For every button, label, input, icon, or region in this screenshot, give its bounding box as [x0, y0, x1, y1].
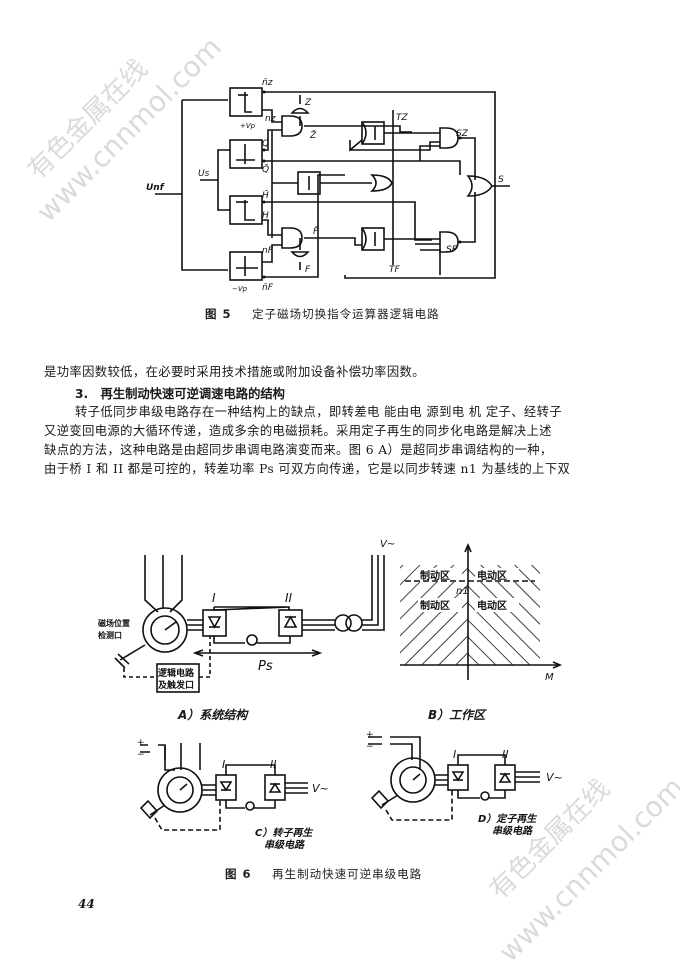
- label-nf-bar: n̄F: [262, 283, 274, 293]
- label-s: S: [498, 175, 504, 185]
- panel-d-minus: −: [366, 742, 374, 752]
- panel-a-system-structure: [114, 555, 385, 693]
- figure-5-title: 定子磁场切换指令运算器逻辑电路: [252, 307, 440, 321]
- panel-a-caption: A）系统结构: [178, 708, 248, 722]
- figure-5-number: 图 5: [205, 307, 232, 321]
- label-h-bar: H̄: [262, 189, 269, 201]
- paragraph-line-4: 由于桥 I 和 II 都是可控的，转差功率 Ps 可双方向传递，它是以同步转速 …: [44, 462, 571, 476]
- panel-d-bridge-1: I: [453, 748, 456, 761]
- panel-c-caption-2: 串级电路: [264, 839, 305, 851]
- paragraph-line-3: 缺点的方法，这种电路是由超同步串调电路演变而来。图 6 A）是超同步串调结构的一…: [44, 443, 553, 457]
- panel-b-motor-bottom: 电动区: [477, 599, 507, 612]
- label-q: Q: [262, 139, 269, 149]
- label-tz: TZ: [396, 113, 408, 123]
- panel-c-plus: +: [137, 738, 145, 748]
- panel-d-bridge-2: II: [502, 748, 509, 761]
- label-tf: TF: [389, 265, 400, 275]
- label-z-bar: Z̄: [309, 129, 317, 141]
- panel-a-bridge-2: II: [285, 591, 293, 605]
- panel-a-sensor-label-2: 检测口: [98, 630, 122, 640]
- panel-c-minus: −: [137, 750, 145, 760]
- label-h: H: [262, 211, 269, 221]
- label-nz: nz: [265, 114, 276, 124]
- panel-c-supply-label: V~: [312, 782, 329, 795]
- panel-b-motor-top: 电动区: [477, 569, 507, 582]
- panel-b-brake-top: 制动区: [420, 569, 450, 582]
- panel-b-caption: B）工作区: [428, 708, 486, 722]
- panel-c-rotor-regen: [139, 743, 308, 831]
- paragraph-line-2: 又逆变回电源的大循环传递，造成多余的电磁损耗。采用定子再生的同步化电路是解决上述: [44, 424, 552, 438]
- panel-d-plus: +: [366, 730, 374, 740]
- figure-6-circuit-diagrams: 逻辑电路 及触发口 磁场位置 检测口 I II Ps V~ 制动区 电动区 制动…: [98, 539, 563, 851]
- figure-6-title: 再生制动快速可逆串级电路: [272, 867, 423, 881]
- panel-d-caption-1: D）定子再生: [478, 813, 537, 825]
- label-plus-vp: +Vp: [240, 122, 256, 130]
- figure-5-logic-circuit: n̄z nz +Vp −Vp Z Z̄ Q Q̄ H̄ H nF n̄F F̄ …: [146, 78, 510, 293]
- panel-c-bridge-2: II: [270, 758, 277, 771]
- label-nz-bar: n̄z: [262, 78, 273, 88]
- label-unf: Unf: [146, 183, 165, 193]
- panel-a-bridge-1: I: [212, 591, 216, 605]
- label-nf: nF: [262, 246, 274, 256]
- label-f-bar: F̄: [313, 225, 319, 237]
- label-z-output: Z: [304, 98, 312, 108]
- panel-a-logic-label-1: 逻辑电路: [157, 667, 195, 679]
- panel-c-bridge-1: I: [222, 758, 225, 771]
- panel-d-caption-2: 串级电路: [492, 825, 533, 837]
- panel-a-supply-label: V~: [380, 539, 395, 550]
- panel-a-sensor-label-1: 磁场位置: [98, 618, 130, 628]
- panel-a-logic-label-2: 及触发口: [158, 679, 194, 691]
- figure-6-caption: 图 6 再生制动快速可逆串级电路: [225, 866, 422, 882]
- label-minus-vp: −Vp: [232, 285, 248, 293]
- page-number: 44: [78, 897, 95, 911]
- paragraph-line-1: 转子低同步串级电路存在一种结构上的缺点，即转差电 能由电 源到电 机 定子、经转…: [75, 405, 563, 419]
- figure-5-caption: 图 5 定子磁场切换指令运算器逻辑电路: [205, 306, 440, 322]
- panel-a-power-label: Ps: [258, 659, 273, 674]
- panel-c-caption-1: C）转子再生: [255, 827, 313, 839]
- figure-6-number: 图 6: [225, 867, 252, 881]
- panel-d-stator-regen: [368, 736, 540, 821]
- panel-b-brake-bottom: 制动区: [420, 599, 450, 612]
- label-sz: SZ: [456, 129, 469, 139]
- panel-b-torque-label: M: [545, 672, 554, 683]
- paragraph-tail: 是功率因数较低，在必要时采用技术措施或附加设备补偿功率因数。: [44, 365, 425, 379]
- label-us: Us: [198, 169, 210, 179]
- label-q-bar: Q̄: [262, 163, 269, 175]
- section-heading: 3. 再生制动快速可逆调速电路的结构: [75, 387, 285, 401]
- label-f-output: F: [305, 265, 311, 275]
- panel-b-working-region: [400, 542, 563, 680]
- panel-b-speed-label: n1: [456, 586, 469, 597]
- panel-d-supply-label: V~: [546, 771, 563, 784]
- label-sf: SF: [446, 245, 458, 255]
